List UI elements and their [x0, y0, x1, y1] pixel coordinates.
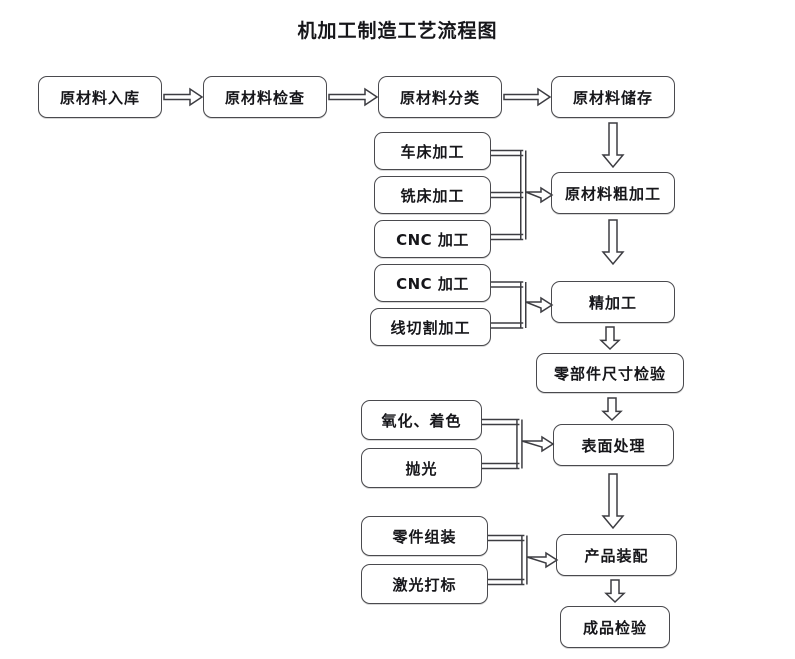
node-product-assembly[interactable]: 产品装配	[556, 534, 677, 576]
node-label: 表面处理	[581, 436, 646, 455]
node-label: 氧化、着色	[381, 411, 462, 430]
node-label: 产品装配	[584, 546, 649, 565]
node-label: 原材料粗加工	[564, 184, 661, 203]
node-laser-marking[interactable]: 激光打标	[361, 564, 488, 604]
node-label: 车床加工	[400, 142, 465, 161]
node-final-product-inspection[interactable]: 成品检验	[560, 606, 670, 648]
node-label: 精加工	[588, 293, 637, 312]
node-surface-treatment[interactable]: 表面处理	[553, 424, 674, 466]
node-label: 原材料检查	[224, 88, 305, 107]
node-label: 成品检验	[582, 618, 647, 637]
node-label: 零件组装	[392, 527, 457, 546]
arrow-dimension-to-surface	[601, 397, 623, 422]
arrow-inbound-to-inspection	[163, 87, 204, 107]
arrow-surface-to-assembly	[601, 473, 625, 530]
node-label: 线切割加工	[390, 318, 471, 337]
node-raw-material-inbound[interactable]: 原材料入库	[38, 76, 162, 118]
node-label: 原材料分类	[399, 88, 480, 107]
arrow-assembly-to-final	[604, 579, 626, 604]
node-wire-edm-machining[interactable]: 线切割加工	[370, 308, 491, 346]
node-label: 原材料储存	[572, 88, 653, 107]
bracket-surface-treatment-merge	[482, 400, 555, 488]
arrow-finish-to-dimension	[599, 326, 621, 351]
node-label: 原材料入库	[59, 88, 140, 107]
page-title: 机加工制造工艺流程图	[297, 20, 498, 42]
node-label: CNC 加工	[396, 230, 469, 249]
arrow-storage-to-rough	[601, 122, 625, 169]
node-label: 抛光	[405, 459, 438, 478]
bracket-finish-machining-merge	[491, 264, 554, 346]
arrow-sorting-to-storage	[503, 87, 552, 107]
node-milling-machining[interactable]: 铣床加工	[374, 176, 491, 214]
node-parts-assembly[interactable]: 零件组装	[361, 516, 488, 556]
node-label: CNC 加工	[396, 274, 469, 293]
arrow-rough-to-finish	[601, 219, 625, 266]
node-polishing[interactable]: 抛光	[361, 448, 482, 488]
node-raw-material-rough-machining[interactable]: 原材料粗加工	[551, 172, 675, 214]
node-anodizing-coloring[interactable]: 氧化、着色	[361, 400, 482, 440]
bracket-rough-machining-merge	[491, 132, 554, 258]
node-cnc-machining-rough[interactable]: CNC 加工	[374, 220, 491, 258]
node-label: 铣床加工	[400, 186, 465, 205]
arrow-inspection-to-sorting	[328, 87, 379, 107]
node-raw-material-storage[interactable]: 原材料储存	[551, 76, 675, 118]
node-part-dimension-inspection[interactable]: 零部件尺寸检验	[536, 353, 684, 393]
node-cnc-machining-finish[interactable]: CNC 加工	[374, 264, 491, 302]
bracket-assembly-merge	[488, 516, 559, 604]
node-label: 激光打标	[392, 575, 457, 594]
node-lathe-machining[interactable]: 车床加工	[374, 132, 491, 170]
node-label: 零部件尺寸检验	[553, 364, 666, 383]
node-raw-material-inspection[interactable]: 原材料检查	[203, 76, 327, 118]
node-raw-material-sorting[interactable]: 原材料分类	[378, 76, 502, 118]
node-finish-machining[interactable]: 精加工	[551, 281, 675, 323]
